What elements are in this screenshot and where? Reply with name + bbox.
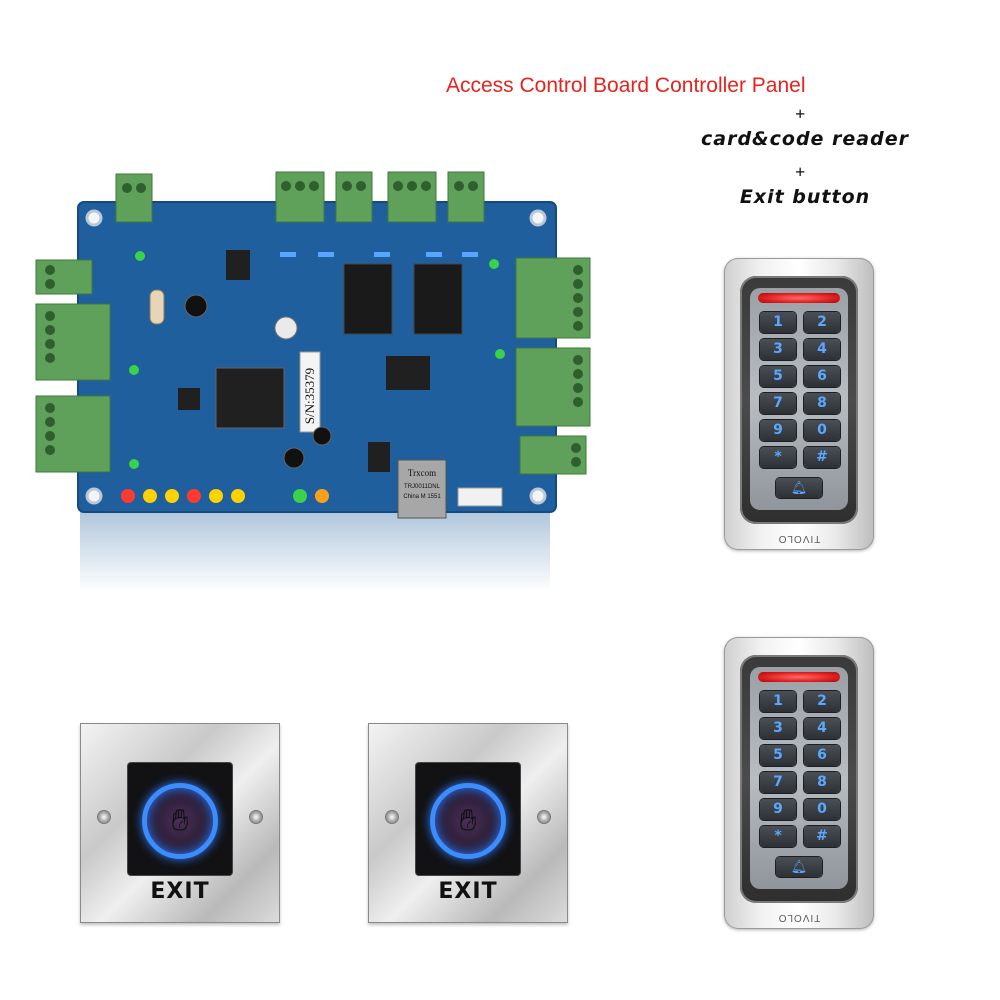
ethernet-brand: Trxcom [408, 468, 436, 478]
key-4[interactable]: 4 [804, 718, 840, 739]
bell-icon[interactable]: 🔔︎ [776, 857, 822, 877]
key-1[interactable]: 1 [760, 312, 796, 333]
title-plus-2: + [794, 162, 806, 182]
screw-icon [98, 811, 110, 823]
key-hash[interactable]: # [804, 447, 840, 468]
terminal-block [35, 259, 93, 295]
key-star[interactable]: * [760, 447, 796, 468]
mount-hole [529, 209, 547, 227]
exit-sensor-panel[interactable]: ✋︎ [128, 763, 232, 875]
keypad: 1 2 3 4 5 6 7 8 9 0 * # [760, 691, 840, 847]
exit-sensor-panel[interactable]: ✋︎ [416, 763, 520, 875]
terminal-block [387, 171, 437, 223]
regulator-chip [368, 442, 390, 472]
key-star[interactable]: * [760, 826, 796, 847]
terminal-block [35, 303, 111, 381]
serial-label-bg [299, 351, 321, 433]
reader-brand: TIVOLO [777, 533, 821, 544]
touch-ring[interactable]: ✋︎ [142, 783, 218, 859]
reader-face: 1 2 3 4 5 6 7 8 9 0 * # 🔔︎ [740, 276, 858, 524]
key-0[interactable]: 0 [804, 799, 840, 820]
exit-label: EXIT [438, 879, 498, 904]
capacitor [184, 294, 208, 318]
key-5[interactable]: 5 [760, 366, 796, 387]
key-5[interactable]: 5 [760, 745, 796, 766]
ic-chip [386, 356, 430, 390]
title-line-1: Access Control Board Controller Panel [446, 74, 806, 97]
key-6[interactable]: 6 [804, 366, 840, 387]
ethernet-origin: China M 1551 [403, 494, 441, 500]
ethernet-model: TRJ0011DNL [404, 484, 441, 490]
screw-icon [386, 811, 398, 823]
screw-icon [250, 811, 262, 823]
key-7[interactable]: 7 [760, 393, 796, 414]
terminal-block [515, 347, 591, 427]
hand-icon: ✋︎ [459, 804, 477, 837]
screw-icon [538, 811, 550, 823]
card-reader-led [758, 672, 840, 682]
terminal-block [335, 171, 373, 223]
touch-ring[interactable]: ✋︎ [430, 783, 506, 859]
serial-label: S/N:35379 [302, 368, 317, 424]
title-line-3: Exit button [739, 186, 871, 208]
reader-brand: TIVOLO [777, 912, 821, 923]
ic-chip [178, 388, 200, 410]
key-1[interactable]: 1 [760, 691, 796, 712]
terminal-block [515, 257, 591, 339]
terminal-block [115, 173, 153, 223]
board-reflection [80, 512, 550, 592]
bell-icon[interactable]: 🔔︎ [776, 478, 822, 498]
regulator-chip [226, 250, 250, 280]
controller-board: S/N:35379 Trxcom TRJ0011DNL China M 1551 [35, 171, 591, 592]
capacitor [312, 426, 332, 446]
key-4[interactable]: 4 [804, 339, 840, 360]
key-0[interactable]: 0 [804, 420, 840, 441]
mount-hole [85, 209, 103, 227]
card-reader-led [758, 293, 840, 303]
reader-inner: 1 2 3 4 5 6 7 8 9 0 * # 🔔︎ [750, 667, 848, 889]
capacitor [283, 447, 305, 469]
hand-icon: ✋︎ [171, 804, 189, 837]
microcontroller-chip [215, 367, 285, 429]
keypad: 1 2 3 4 5 6 7 8 9 0 * # [760, 312, 840, 468]
keypad-reader: 1 2 3 4 5 6 7 8 9 0 * # 🔔︎ TIVOLO [724, 637, 874, 929]
mount-hole [529, 487, 547, 505]
key-9[interactable]: 9 [760, 420, 796, 441]
key-8[interactable]: 8 [804, 772, 840, 793]
key-8[interactable]: 8 [804, 393, 840, 414]
ethernet-jack [397, 459, 447, 519]
title-plus-1: + [794, 104, 806, 124]
exit-button-plate: ✋︎ EXIT [368, 723, 568, 923]
terminal-block [447, 171, 485, 223]
key-9[interactable]: 9 [760, 799, 796, 820]
key-7[interactable]: 7 [760, 772, 796, 793]
status-leds [121, 251, 505, 503]
relay [343, 263, 393, 335]
key-2[interactable]: 2 [804, 312, 840, 333]
terminal-block [275, 171, 325, 223]
key-6[interactable]: 6 [804, 745, 840, 766]
relay [413, 263, 463, 335]
exit-label: EXIT [150, 879, 210, 904]
exit-button-plate: ✋︎ EXIT [80, 723, 280, 923]
reader-inner: 1 2 3 4 5 6 7 8 9 0 * # 🔔︎ [750, 288, 848, 510]
mount-hole [85, 487, 103, 505]
capacitor [274, 316, 298, 340]
key-2[interactable]: 2 [804, 691, 840, 712]
title-line-2: card&code reader [701, 128, 909, 150]
resistor [149, 289, 165, 325]
terminal-block [519, 435, 587, 475]
key-3[interactable]: 3 [760, 718, 796, 739]
keypad-reader: 1 2 3 4 5 6 7 8 9 0 * # 🔔︎ TIVOLO [724, 258, 874, 550]
reader-face: 1 2 3 4 5 6 7 8 9 0 * # 🔔︎ [740, 655, 858, 903]
key-3[interactable]: 3 [760, 339, 796, 360]
key-hash[interactable]: # [804, 826, 840, 847]
terminal-block [35, 395, 111, 473]
header-connector [457, 487, 503, 507]
